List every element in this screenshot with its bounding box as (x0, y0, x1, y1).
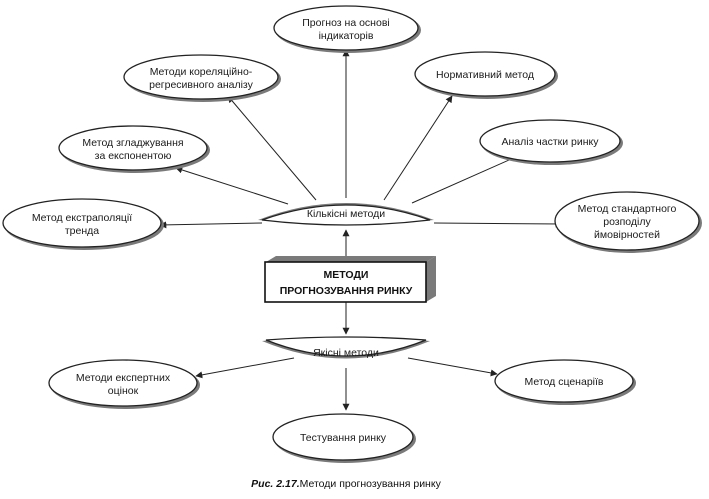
standard-distribution-line1: Метод стандартного (578, 203, 677, 215)
quantitative-lens (261, 204, 431, 226)
arrow-to-expert-estimates (195, 357, 295, 379)
arrow-to-trend-extrapolation (159, 221, 263, 229)
qualitative-group-label: Якісні методи (313, 347, 379, 359)
ellipse (414, 51, 556, 97)
indicator-forecast-line1: Прогноз на основі (302, 17, 390, 29)
exponential-smoothing-line2: за експонентою (95, 150, 172, 162)
standard-distribution-line3: ймовірностей (594, 229, 660, 241)
center-box-depth (426, 256, 436, 302)
market-testing-label: Тестування ринку (300, 432, 387, 444)
caption-text: Методи прогнозування ринку (300, 478, 442, 490)
exponential-smoothing-line1: Метод згладжування (82, 137, 183, 149)
center-node: МЕТОДИ ПРОГНОЗУВАННЯ РИНКУ (264, 256, 436, 303)
arrow-to-correlation-regression (227, 95, 317, 201)
ellipse (123, 54, 279, 100)
normative-label: Нормативний метод (436, 69, 534, 81)
ellipse (272, 413, 414, 461)
qualitative-lens (265, 336, 427, 357)
center-title-line2: ПРОГНОЗУВАННЯ РИНКУ (280, 285, 413, 297)
ellipse (58, 125, 208, 171)
market-share-label: Аналіз частки ринку (501, 136, 599, 148)
expert-estimates-line1: Методи експертних (76, 372, 171, 384)
figure-caption: Рис. 2.17.Методи прогнозування ринку (251, 478, 441, 490)
method-exponential-smoothing: Метод згладжування за експонентою (58, 125, 210, 173)
quantitative-group-label: Кількісні методи (307, 208, 385, 220)
arrow-to-exponential-smoothing (175, 166, 289, 205)
quantitative-group-node: Кількісні методи (258, 203, 434, 226)
method-trend-extrapolation: Метод екстраполяції тренда (2, 198, 164, 250)
arrow-to-scenarios (407, 357, 498, 377)
caption: Рис. 2.17.Методи прогнозування ринку (251, 478, 441, 490)
arrow-to-standard-distribution (433, 220, 563, 228)
ellipse (48, 359, 198, 407)
arrow-to-normative (383, 95, 453, 201)
center-title-line1: МЕТОДИ (324, 269, 369, 281)
method-market-share: Аналіз частки ринку (479, 119, 623, 165)
method-expert-estimates: Методи експертних оцінок (48, 359, 200, 409)
ellipse (479, 119, 621, 163)
ellipse (273, 5, 419, 51)
center-box-top (266, 256, 436, 262)
ellipse (494, 359, 634, 403)
qualitative-connectors (195, 357, 498, 411)
indicator-forecast-line2: індикаторів (319, 30, 374, 42)
expert-estimates-line2: оцінок (108, 385, 139, 397)
method-standard-distribution: Метод стандартного розподілу ймовірносте… (554, 191, 702, 253)
ellipse (554, 191, 700, 251)
method-indicator-forecast: Прогноз на основі індикаторів (273, 5, 421, 53)
correlation-regression-line1: Методи кореляційно- (150, 66, 253, 78)
arrow-to-market-share (411, 155, 519, 204)
method-scenarios: Метод сценаріїв (494, 359, 636, 405)
trend-extrapolation-line2: тренда (65, 225, 99, 237)
standard-distribution-line2: розподілу (603, 216, 651, 228)
caption-prefix: Рис. 2.17. (251, 478, 300, 490)
trend-extrapolation-line1: Метод екстраполяції (32, 212, 132, 224)
method-market-testing: Тестування ринку (272, 413, 416, 463)
scenarios-label: Метод сценаріїв (525, 376, 604, 388)
center-box (264, 261, 427, 303)
qualitative-group-node: Якісні методи (262, 336, 430, 359)
method-correlation-regression: Методи кореляційно- регресивного аналізу (123, 54, 281, 102)
correlation-regression-line2: регресивного аналізу (149, 79, 254, 91)
method-normative: Нормативний метод (414, 51, 558, 99)
quantitative-connectors (159, 49, 563, 229)
ellipse (2, 198, 162, 248)
